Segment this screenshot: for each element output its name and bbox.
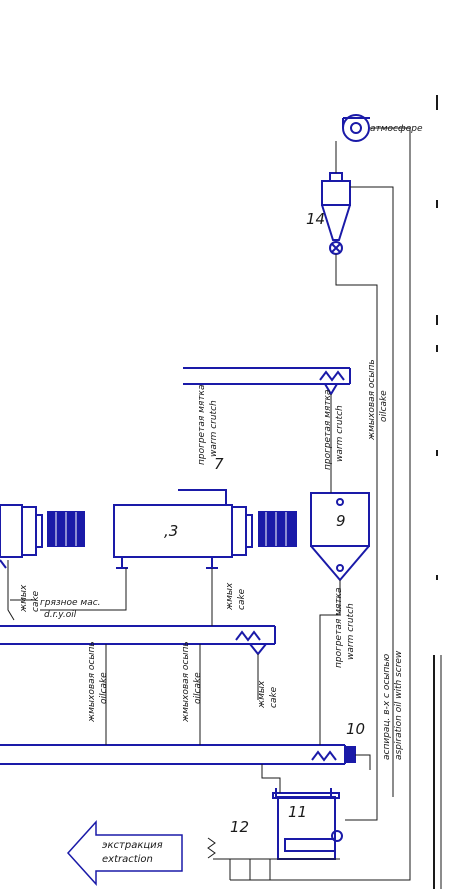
extraction-arrow: экстракция extraction [66, 820, 183, 886]
frame-border [433, 95, 442, 889]
conveyor-number: 7 [214, 455, 224, 473]
svg-text:d.r.y.oil: d.r.y.oil [44, 610, 77, 620]
conveyor-middle [0, 625, 276, 656]
svg-text:cake: cake [269, 686, 279, 708]
svg-text:жмыховая осыпь: жмыховая осыпь [181, 641, 191, 723]
press-number: ,3 [164, 522, 178, 540]
svg-text:oilcake: oilcake [379, 390, 389, 422]
screw-12: 12 [207, 818, 340, 880]
conveyor-10-number: 10 [346, 720, 365, 738]
svg-text:жмыховая осыпь: жмыховая осыпь [87, 641, 97, 723]
svg-text:жмых: жмых [225, 582, 235, 611]
label-warm-crutch-1: прогретая мятка warm crutch [197, 384, 219, 465]
screw-number: 12 [230, 818, 249, 836]
label-aspiration: аспирац. в-х с осыпью aspiration oil wit… [382, 650, 404, 760]
svg-text:warm crutch: warm crutch [335, 405, 345, 462]
label-dirty-oil: грязное мас. d.r.y.oil [40, 598, 101, 620]
svg-text:warm crutch: warm crutch [209, 400, 219, 457]
svg-text:жмыховая осыпь: жмыховая осыпь [367, 359, 377, 441]
conveyor-7: 7 [183, 367, 351, 473]
svg-text:warm crutch: warm crutch [346, 603, 356, 660]
fan-label: атмосфере [370, 124, 423, 134]
extraction-label-ru: экстракция [102, 840, 163, 851]
cyclone-14: 14 [306, 172, 351, 255]
unit-11: 11 [272, 788, 343, 860]
label-cake-3: жмых cake [257, 680, 279, 709]
label-oilcake-1: жмыховая осыпь oilcake [367, 359, 389, 441]
bin-number: 9 [336, 512, 346, 530]
label-cake-2: жмых cake [19, 584, 41, 613]
cyclone-number: 14 [306, 210, 325, 228]
fan-unit: атмосфере [342, 114, 423, 142]
svg-text:прогретая мятка: прогретая мятка [334, 587, 344, 668]
label-cake-1: жмых cake [225, 582, 247, 611]
label-warm-crutch-3: прогретая мятка warm crutch [334, 587, 356, 668]
svg-text:грязное мас.: грязное мас. [40, 598, 101, 608]
svg-text:жмых: жмых [257, 680, 267, 709]
svg-text:cake: cake [237, 588, 247, 610]
bin-9: 9 [310, 492, 370, 582]
label-oilcake-2: жмыховая осыпь oilcake [87, 641, 109, 723]
svg-text:aspiration oil with screw: aspiration oil with screw [394, 650, 404, 760]
conveyor-10: 10 [0, 720, 365, 765]
flow-lines [7, 127, 411, 881]
svg-text:oilcake: oilcake [193, 672, 203, 704]
svg-text:cake: cake [31, 590, 41, 612]
extraction-label-en: extraction [102, 854, 153, 865]
label-warm-crutch-2: прогретая мятка warm crutch [323, 389, 345, 470]
unit-11-number: 11 [288, 803, 307, 821]
label-oilcake-3: жмыховая осыпь oilcake [181, 641, 203, 723]
press-left [0, 504, 85, 569]
svg-text:прогретая мятка: прогретая мятка [197, 384, 207, 465]
svg-text:oilcake: oilcake [99, 672, 109, 704]
svg-text:жмых: жмых [19, 584, 29, 613]
svg-text:прогретая мятка: прогретая мятка [323, 389, 333, 470]
press-3: ,3 [113, 489, 297, 569]
svg-text:аспирац. в-х с осыпью: аспирац. в-х с осыпью [382, 653, 392, 760]
